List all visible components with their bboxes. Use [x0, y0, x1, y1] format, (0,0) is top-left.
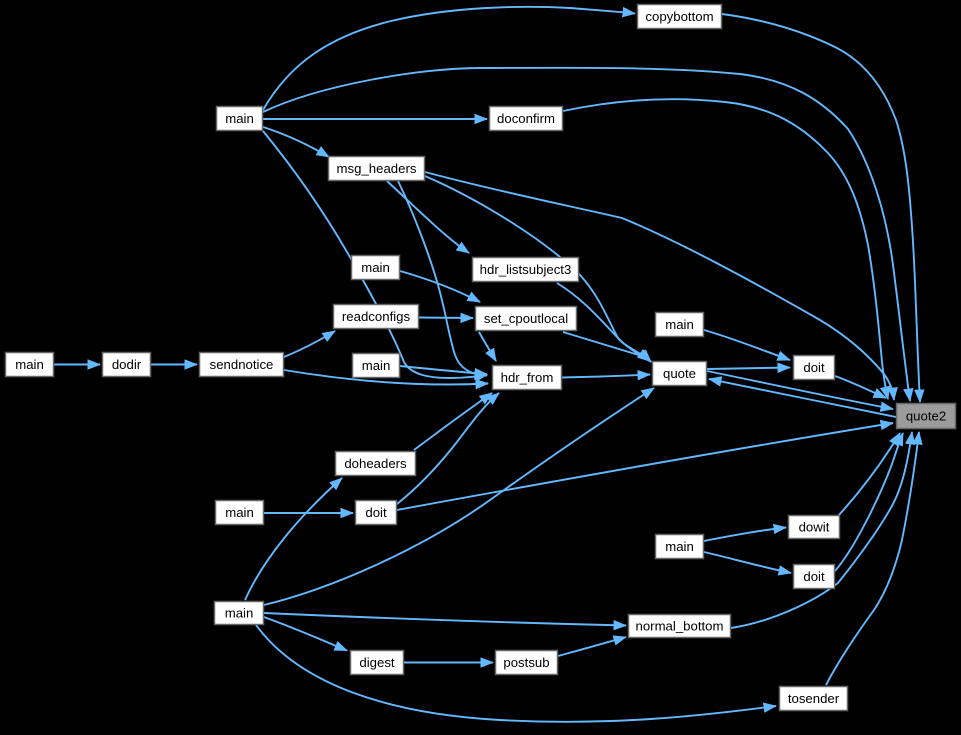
svg-text:digest: digest [359, 655, 395, 670]
svg-text:doconfirm: doconfirm [497, 111, 555, 126]
svg-text:readconfigs: readconfigs [342, 309, 411, 324]
svg-text:doit: doit [365, 505, 387, 520]
svg-text:doit: doit [803, 360, 825, 375]
svg-text:dodir: dodir [112, 357, 142, 372]
svg-text:doheaders: doheaders [344, 456, 407, 471]
svg-text:main: main [361, 260, 390, 275]
svg-text:postsub: postsub [503, 655, 549, 670]
svg-text:main: main [362, 358, 391, 373]
svg-text:normal_bottom: normal_bottom [636, 619, 724, 634]
svg-text:doit: doit [803, 569, 825, 584]
svg-text:main: main [225, 606, 254, 621]
svg-text:hdr_listsubject3: hdr_listsubject3 [480, 262, 572, 277]
svg-text:set_cpoutlocal: set_cpoutlocal [484, 311, 568, 326]
svg-text:main: main [15, 357, 44, 372]
svg-text:main: main [225, 505, 254, 520]
svg-text:copybottom: copybottom [645, 9, 713, 24]
svg-text:quote: quote [663, 366, 696, 381]
svg-text:main: main [225, 111, 254, 126]
svg-text:hdr_from: hdr_from [501, 370, 554, 385]
svg-text:dowit: dowit [799, 520, 830, 535]
svg-text:sendnotice: sendnotice [210, 357, 274, 372]
svg-text:main: main [665, 539, 694, 554]
svg-text:quote2: quote2 [906, 409, 946, 424]
svg-text:msg_headers: msg_headers [337, 161, 417, 176]
svg-text:main: main [665, 317, 694, 332]
svg-text:tosender: tosender [788, 691, 840, 706]
